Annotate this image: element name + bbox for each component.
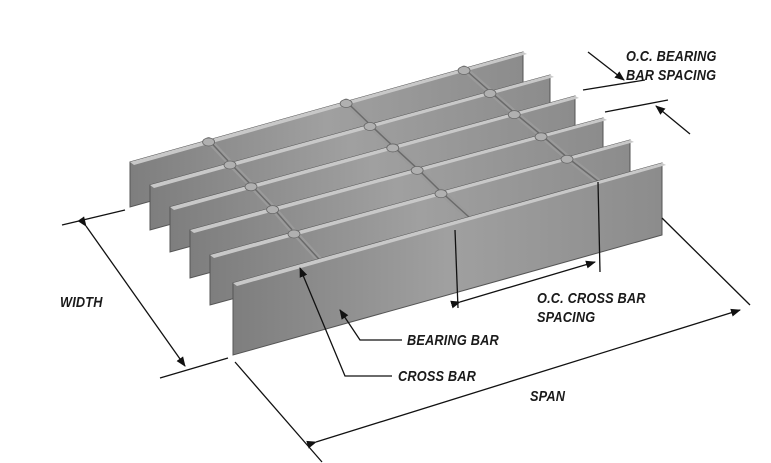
width-extension-line-bottom — [159, 357, 229, 379]
width-label: WIDTH — [60, 294, 103, 311]
bearing-spacing-arrow-bottom — [655, 105, 691, 135]
bearing-bar-top-edge — [233, 163, 666, 286]
weld-joint — [483, 89, 497, 98]
cross-bar-label: CROSS BAR — [398, 368, 477, 385]
span-extension-line-left — [234, 361, 323, 463]
weld-joint — [457, 66, 471, 75]
bearing-bar-top-edge — [190, 118, 607, 233]
span-dimension-arrow — [306, 308, 741, 449]
bearing-bar-leader — [339, 309, 402, 341]
cross-bar-leader — [299, 267, 392, 377]
weld-joint — [560, 154, 574, 164]
weld-joint — [410, 165, 424, 175]
width-dimension-arrow — [77, 216, 186, 367]
bearing-bar-top-edge — [130, 52, 527, 165]
weld-joint — [223, 160, 237, 170]
weld-joint — [386, 143, 400, 153]
weld-joint — [434, 189, 448, 199]
weld-joint — [287, 229, 301, 239]
bearing-spacing-extension-top — [582, 79, 646, 91]
weld-joint — [339, 99, 353, 108]
weld-joint — [507, 110, 521, 120]
weld-joint — [363, 122, 377, 131]
weld-joint — [244, 182, 258, 192]
span-extension-line-right — [661, 217, 751, 306]
width-extension-line-top — [61, 209, 126, 226]
bearing-bar-top-edge — [210, 140, 634, 258]
bearing-bars — [129, 51, 666, 356]
weld-joint — [202, 137, 216, 147]
weld-joint — [534, 132, 548, 142]
bearing-bar-top-edge — [170, 96, 579, 210]
weld-joint — [266, 205, 280, 215]
bearing-spacing-arrow-top — [587, 51, 625, 81]
bearing-spacing-extension-bottom — [604, 99, 669, 113]
cross-bar-spacing-arrow — [450, 260, 596, 309]
dimension-lines — [61, 51, 751, 463]
cross-spacing-extension-right — [597, 181, 601, 273]
bearing-bar-top-edge — [150, 75, 554, 188]
bearing-bar-label: BEARING BAR — [407, 332, 499, 349]
span-label: SPAN — [530, 388, 566, 405]
